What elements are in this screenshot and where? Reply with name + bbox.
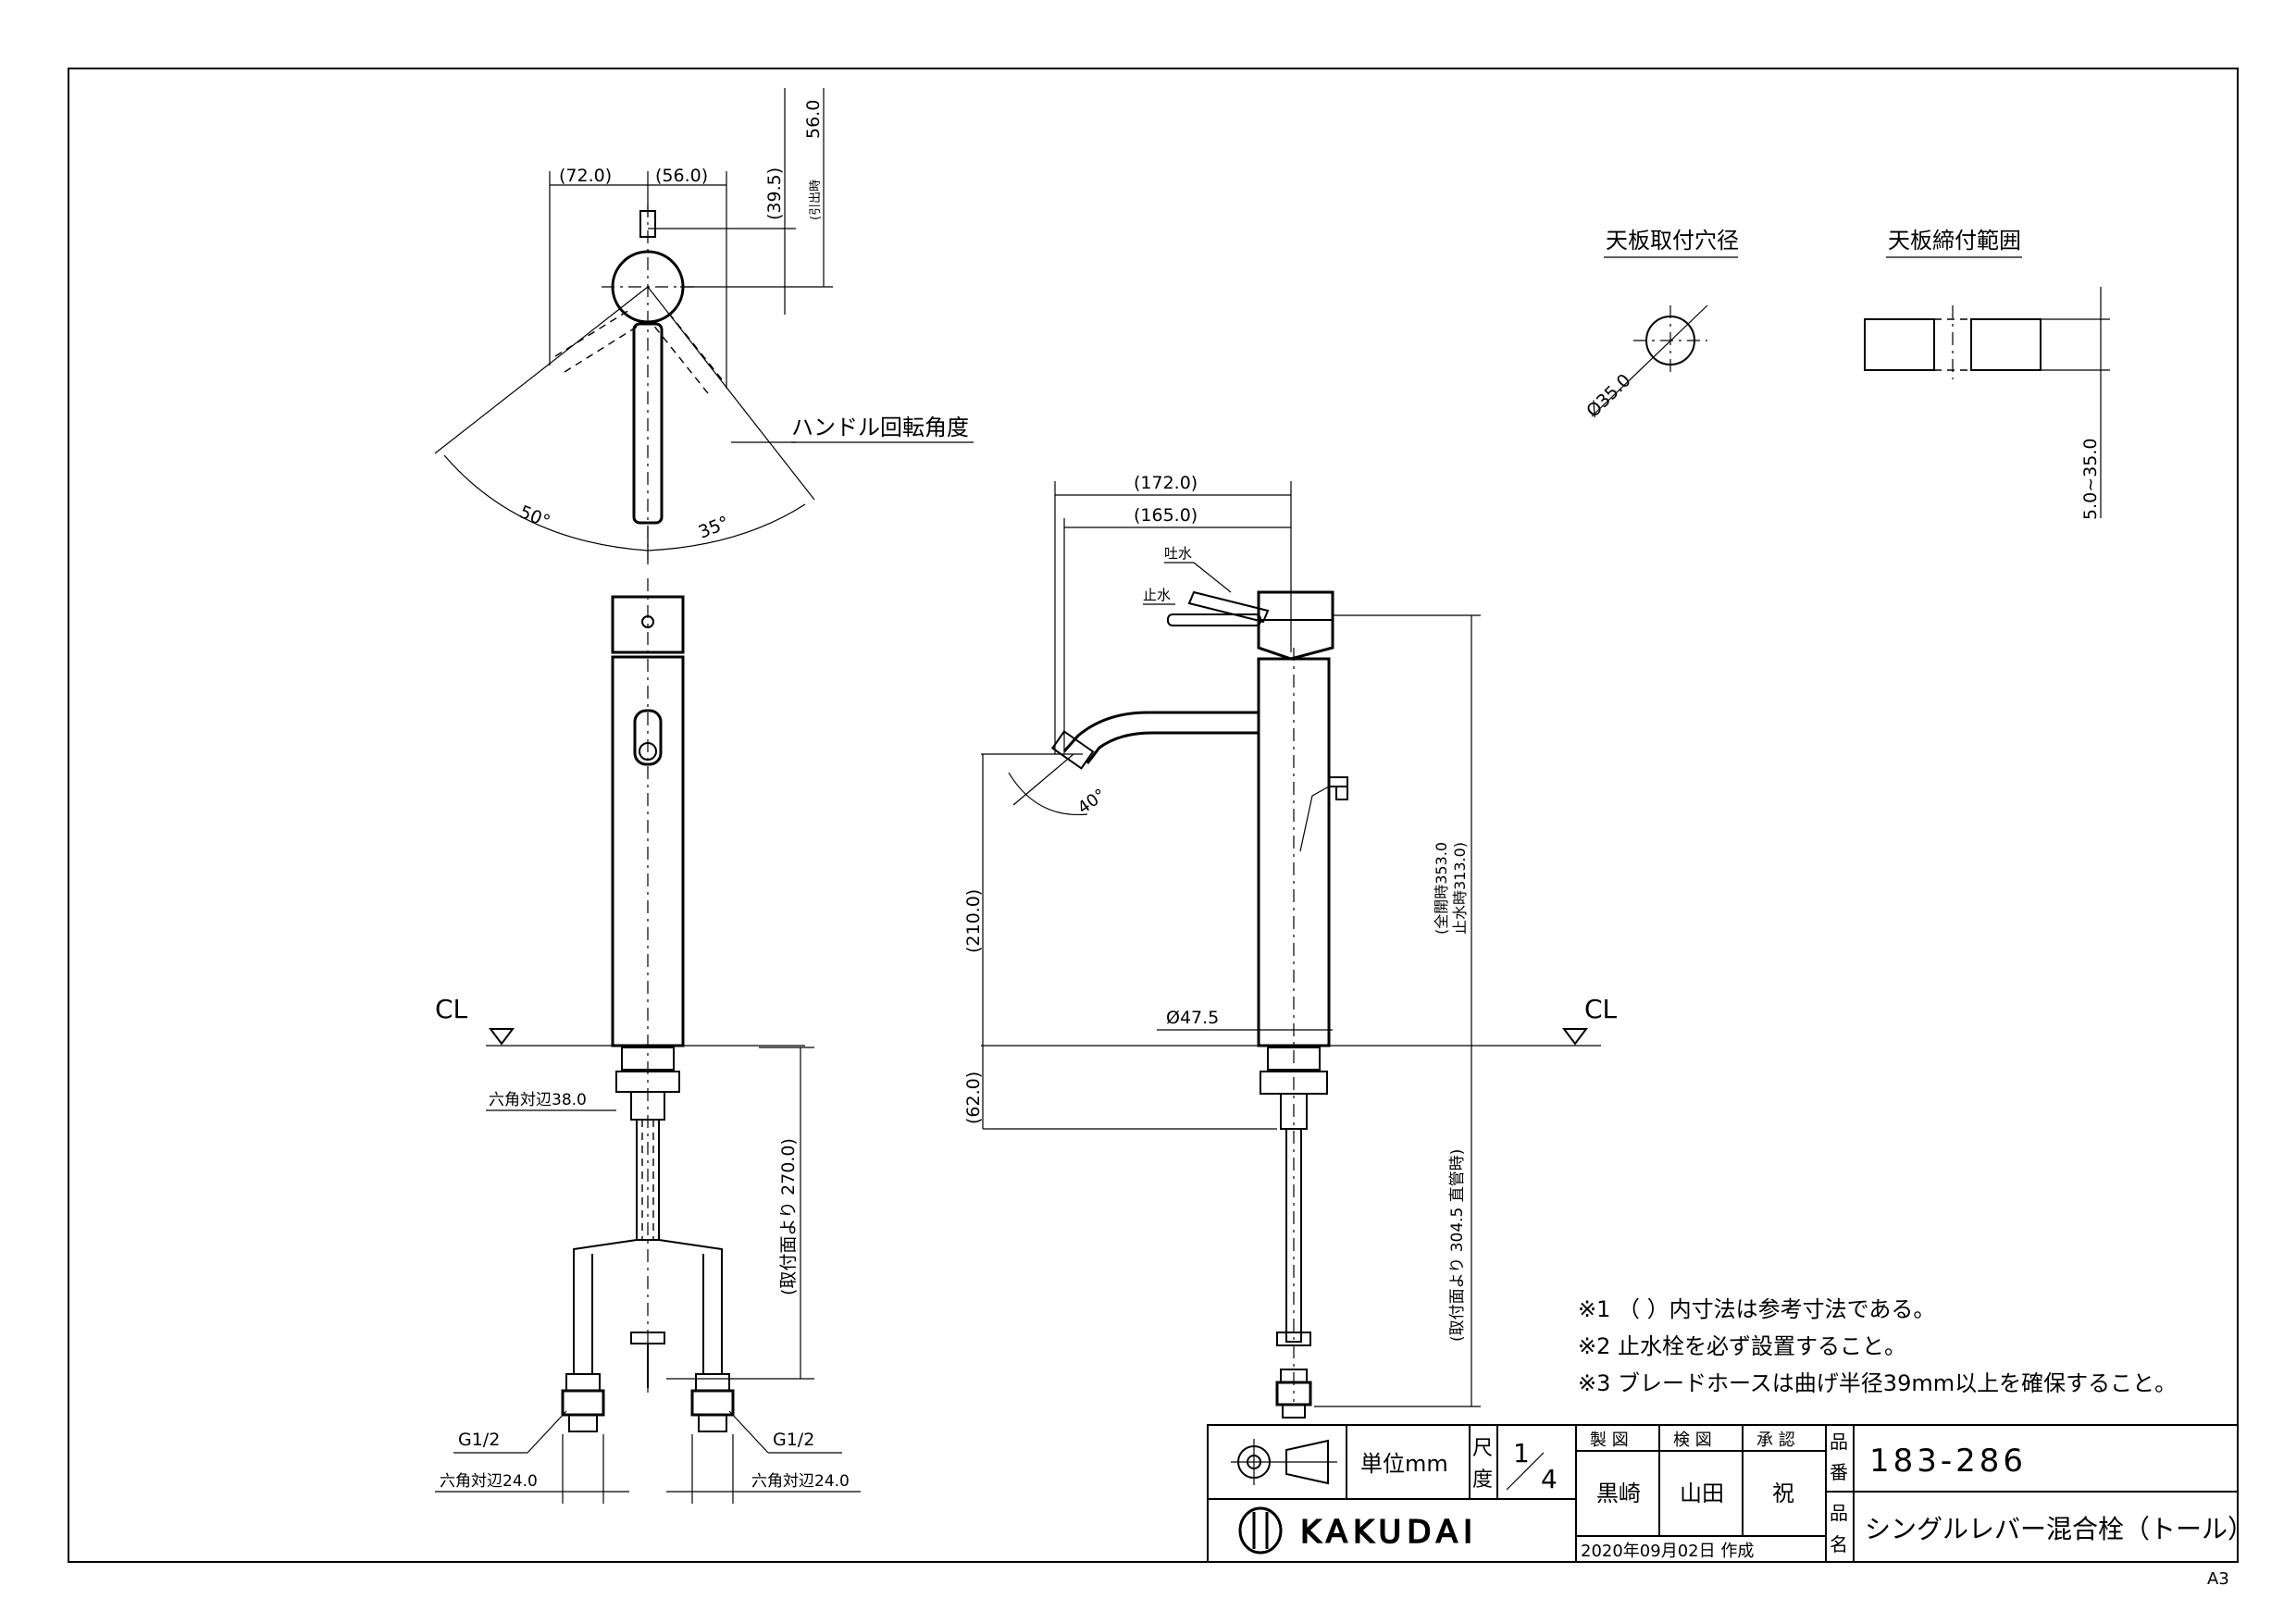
scale-label-1: 尺 (1472, 1437, 1493, 1460)
note-3: ※3 ブレードホースは曲げ半径39mm以上を確保すること。 (1578, 1370, 2177, 1396)
front-hex-right: 六角対辺24.0 (751, 1472, 850, 1491)
side-dia: Ø47.5 (1166, 1008, 1219, 1028)
scale-num: 1 (1513, 1438, 1530, 1468)
side-view: (172.0) (165.0) 吐水 止水 40° (210.0) (62.0) (963, 473, 1618, 1419)
front-hex-left: 六角対辺24.0 (440, 1472, 538, 1491)
top-view: (72.0) (56.0) (39.5) 56.0 (引出時 50° 35° ハ… (434, 88, 974, 564)
hole-detail: 天板取付穴径 Ø35.0 (1582, 228, 1739, 422)
part-name: シングルレバー混合栓（トール） (1865, 1514, 2253, 1544)
title-block: 単位mm 尺 度 1 4 製 図 検 図 承 認 黒崎 山田 祝 2020年09… (1207, 1424, 2253, 1563)
side-dim-165: (165.0) (1134, 505, 1198, 526)
name-check: 山田 (1680, 1481, 1724, 1506)
side-dim-210: (210.0) (963, 889, 984, 953)
clamp-detail-title: 天板締付範囲 (1888, 228, 2021, 254)
side-body (1257, 657, 1331, 1047)
side-dim-172: (172.0) (1134, 473, 1198, 493)
front-hex-top: 六角対辺38.0 (489, 1091, 587, 1109)
front-view: CL 六角対辺38.0 (取付面より 270.0) G1/2 (435, 578, 861, 1504)
side-height-full: (全開時353.0 (1433, 842, 1450, 935)
top-lever (632, 322, 664, 525)
side-height-stop: 止水時313.0) (1451, 842, 1469, 935)
scale-label-2: 度 (1472, 1468, 1493, 1492)
side-cl-label: CL (1584, 994, 1618, 1024)
side-angle: 40° (1074, 786, 1110, 819)
scale-den: 4 (1541, 1464, 1558, 1494)
projection-symbol-icon (1231, 1439, 1337, 1485)
clamp-detail-range: 5.0~35.0 (2080, 439, 2101, 520)
part-number: 183-286 (1869, 1443, 2027, 1480)
front-cl-label: CL (435, 994, 468, 1024)
clamp-detail: 天板締付範囲 5.0~35.0 (1864, 228, 2110, 520)
sheet-border (68, 68, 2239, 1563)
front-length-label: (取付面より 270.0) (778, 1138, 799, 1295)
notes: ※1 （ ）内寸法は参考寸法である。 ※2 止水栓を必ず設置すること。 ※3 ブ… (1578, 1296, 2177, 1396)
top-dim-left: (72.0) (559, 166, 612, 186)
top-dim-height: (39.5) (764, 167, 785, 220)
col-draw: 製 図 (1590, 1431, 1629, 1450)
part-no-label-1: 品 (1830, 1431, 1848, 1453)
name-approve: 祝 (1772, 1481, 1794, 1506)
unit-label: 単位mm (1360, 1451, 1448, 1477)
note-2: ※2 止水栓を必ず設置すること。 (1578, 1333, 1906, 1359)
hole-detail-title: 天板取付穴径 (1606, 228, 1739, 254)
hole-detail-dia: Ø35.0 (1582, 370, 1634, 422)
side-label-stop: 止水 (1143, 587, 1171, 603)
top-dim-right: (56.0) (655, 166, 708, 186)
side-dim-62: (62.0) (963, 1072, 984, 1124)
front-g-left: G1/2 (458, 1430, 500, 1450)
side-label-out: 吐水 (1164, 545, 1192, 562)
top-pull-note: (引出時 (809, 180, 823, 220)
drawing-date: 2020年09月02日 作成 (1581, 1542, 1754, 1561)
side-length-below: (取付面より 304.5 直管時) (1448, 1149, 1467, 1342)
col-approve: 承 認 (1756, 1431, 1795, 1450)
top-dim-pull: 56.0 (803, 100, 824, 139)
note-1: ※1 （ ）内寸法は参考寸法である。 (1578, 1296, 1935, 1322)
col-check: 検 図 (1673, 1431, 1712, 1450)
part-no-label-2: 番 (1830, 1461, 1848, 1483)
brand-name: KAKUDAI (1300, 1514, 1478, 1551)
top-angle-left: 50° (516, 502, 552, 532)
handle-rotation-label: ハンドル回転角度 (791, 415, 969, 440)
name-draw: 黒崎 (1596, 1481, 1641, 1506)
part-name-label-2: 名 (1830, 1533, 1848, 1555)
sheet-size-code: A3 (2207, 1569, 2229, 1589)
kakudai-logo-icon (1238, 1506, 1283, 1555)
front-g-right: G1/2 (773, 1430, 814, 1450)
part-name-label-1: 品 (1830, 1502, 1848, 1524)
